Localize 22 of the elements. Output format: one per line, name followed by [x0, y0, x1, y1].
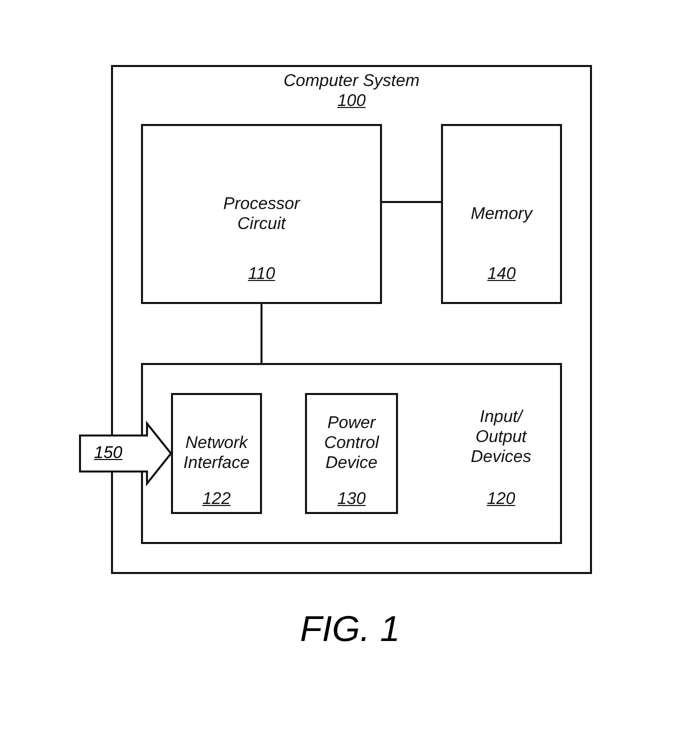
component-label: Power Control Device	[323, 413, 380, 473]
reference-number: 150	[94, 442, 122, 462]
block-arrow	[79, 420, 172, 486]
connector-line	[260, 304, 262, 363]
reference-number: 130	[336, 489, 367, 509]
reference-number: 110	[246, 264, 276, 284]
reference-number: 120	[486, 489, 516, 509]
component-label: Network Interface	[182, 433, 251, 473]
component-box	[141, 124, 382, 304]
component-box	[305, 393, 398, 514]
component-label: Memory	[470, 204, 534, 224]
component-box	[141, 363, 562, 544]
reference-number: 100	[336, 91, 367, 111]
reference-number: 122	[201, 489, 232, 509]
reference-number: 140	[486, 264, 517, 284]
component-box	[171, 393, 262, 514]
component-label: Input/ Output Devices	[470, 407, 532, 467]
figure-caption: FIG. 1	[298, 608, 402, 650]
connector-line	[382, 201, 441, 203]
component-label: Computer System	[282, 71, 421, 91]
component-label: Processor Circuit	[222, 194, 302, 234]
component-box	[441, 124, 562, 304]
